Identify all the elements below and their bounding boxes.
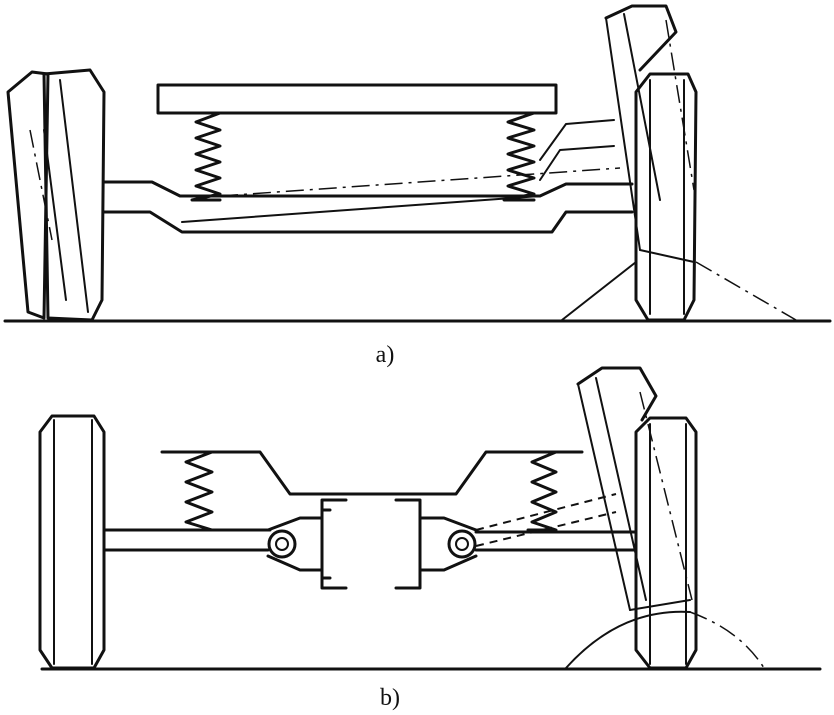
right-wheel-tilted-b <box>576 366 693 611</box>
left-wheel-a <box>6 68 106 322</box>
right-wheel-b <box>634 416 698 670</box>
right-wheel-tilted-a <box>604 4 695 263</box>
caption-a: a) <box>375 342 395 368</box>
half-shaft-left-b <box>102 528 272 552</box>
pivot-left-b <box>267 529 297 559</box>
spring-left-a <box>190 111 222 202</box>
frame-body-a <box>156 83 558 115</box>
right-wheel-a <box>634 72 698 322</box>
spring-right-a <box>502 111 536 202</box>
left-wheel-b <box>38 414 106 670</box>
axle-beam-a <box>102 180 634 198</box>
frame-body-b <box>160 450 584 496</box>
caption-b: b) <box>380 685 400 711</box>
diagram-a-rigid-axle <box>3 4 832 323</box>
differential-housing-b <box>320 498 422 590</box>
spring-left-b <box>180 450 214 532</box>
diagram-b-independent <box>38 366 822 671</box>
pivot-right-b <box>447 529 477 559</box>
spring-right-b <box>526 450 558 532</box>
half-shaft-right-b <box>474 530 638 552</box>
